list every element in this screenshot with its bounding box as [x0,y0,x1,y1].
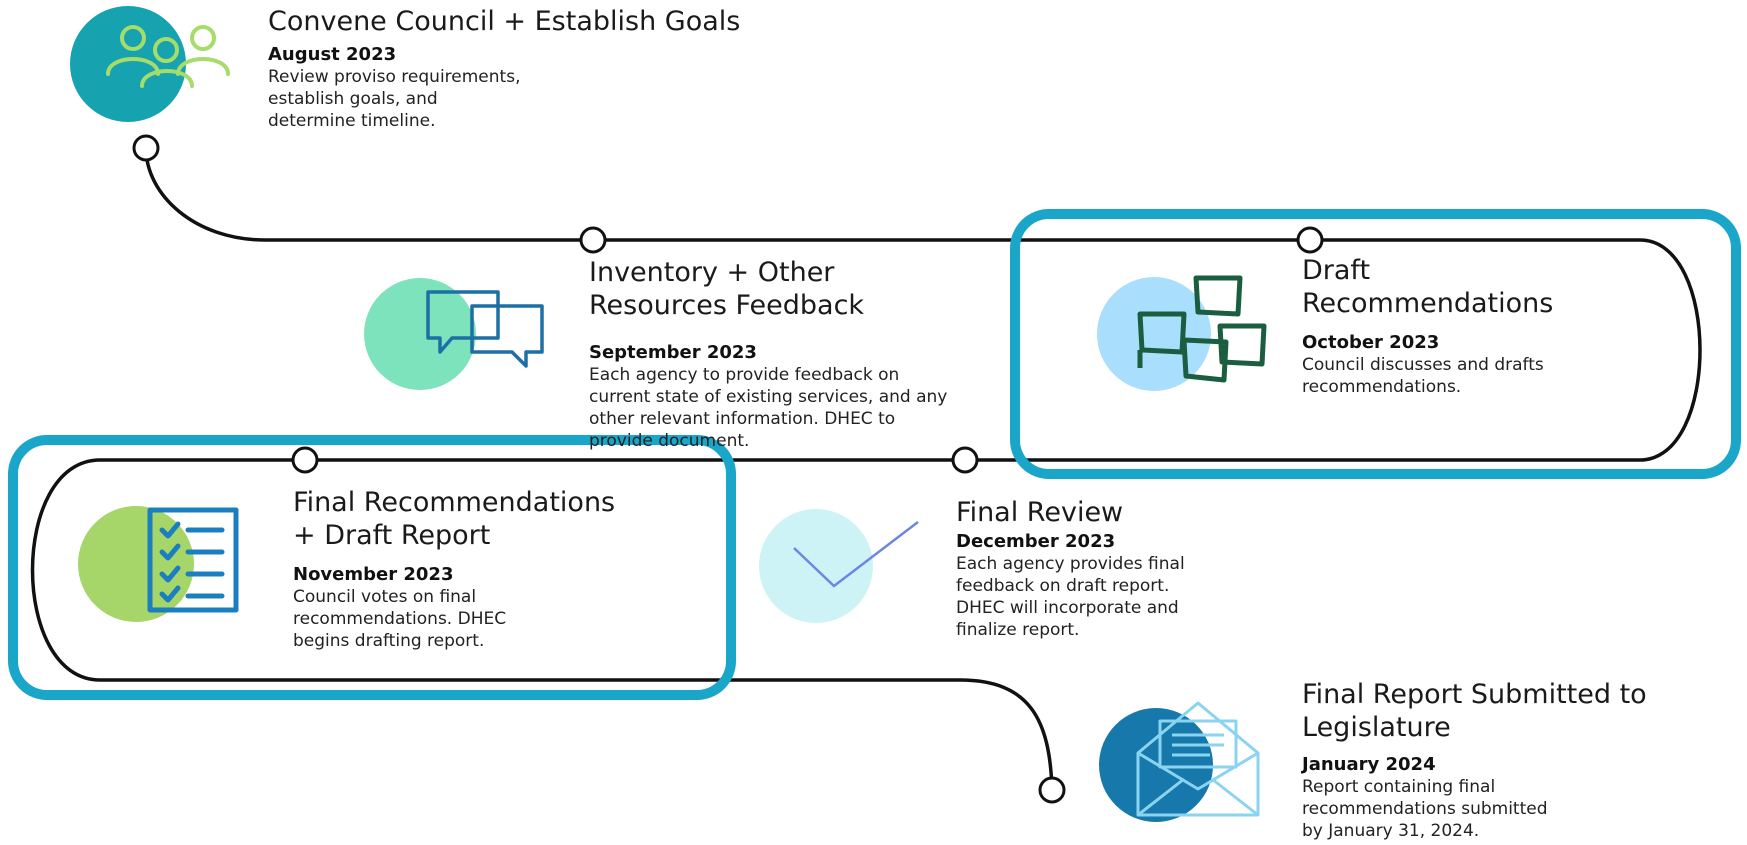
step-date: August 2023 [268,44,397,65]
step-description: Report containing final recommendations … [1302,777,1548,841]
step-description: Each agency to provide feedback on curre… [589,365,948,451]
step-date: January 2024 [1302,754,1436,775]
step-draft-recommendations: Draft Recommendations October 2023 Counc… [1302,254,1702,398]
step-date: November 2023 [293,564,454,585]
highlight-frame-draft-recommendations [1010,209,1741,479]
step-description: Each agency provides final feedback on d… [956,554,1185,640]
step-title: Draft Recommendations [1302,255,1554,319]
timeline-path [30,147,1702,791]
highlight-frame-final-recommendations [8,435,736,700]
people-icon [70,6,230,122]
step-description: Council discusses and drafts recommendat… [1302,355,1544,397]
step-title: Inventory + Other Resources Feedback [589,257,865,321]
timeline-node-final-recs [291,446,319,474]
step-description: Council votes on final recommendations. … [293,587,507,651]
timeline-node-end [1038,776,1066,804]
sticky-notes-icon [1097,275,1267,391]
step-final-report: Final Report Submitted to Legislature Ja… [1302,678,1722,842]
checkmark-icon [759,509,919,623]
step-title: Final Review [956,497,1124,528]
timeline-node-draft [1296,226,1324,254]
step-convene-council: Convene Council + Establish Goals August… [268,5,868,132]
timeline-node-start [132,134,160,162]
step-description: Review proviso requirements, establish g… [268,67,521,131]
step-title: Convene Council + Establish Goals [268,6,741,37]
step-final-recommendations: Final Recommendations + Draft Report Nov… [293,486,713,652]
timeline-node-inventory [579,226,607,254]
step-title: Final Report Submitted to Legislature [1302,679,1647,743]
timeline-node-final-review [951,446,979,474]
step-final-review: Final Review December 2023 Each agency p… [956,496,1356,641]
checklist-icon [78,506,239,622]
step-title: Final Recommendations + Draft Report [293,487,616,551]
step-date: October 2023 [1302,332,1440,353]
step-date: December 2023 [956,531,1116,552]
chat-bubbles-icon [364,278,544,390]
step-inventory: Inventory + Other Resources Feedback Sep… [589,256,1049,452]
step-date: September 2023 [589,342,757,363]
envelope-icon [1099,701,1260,822]
